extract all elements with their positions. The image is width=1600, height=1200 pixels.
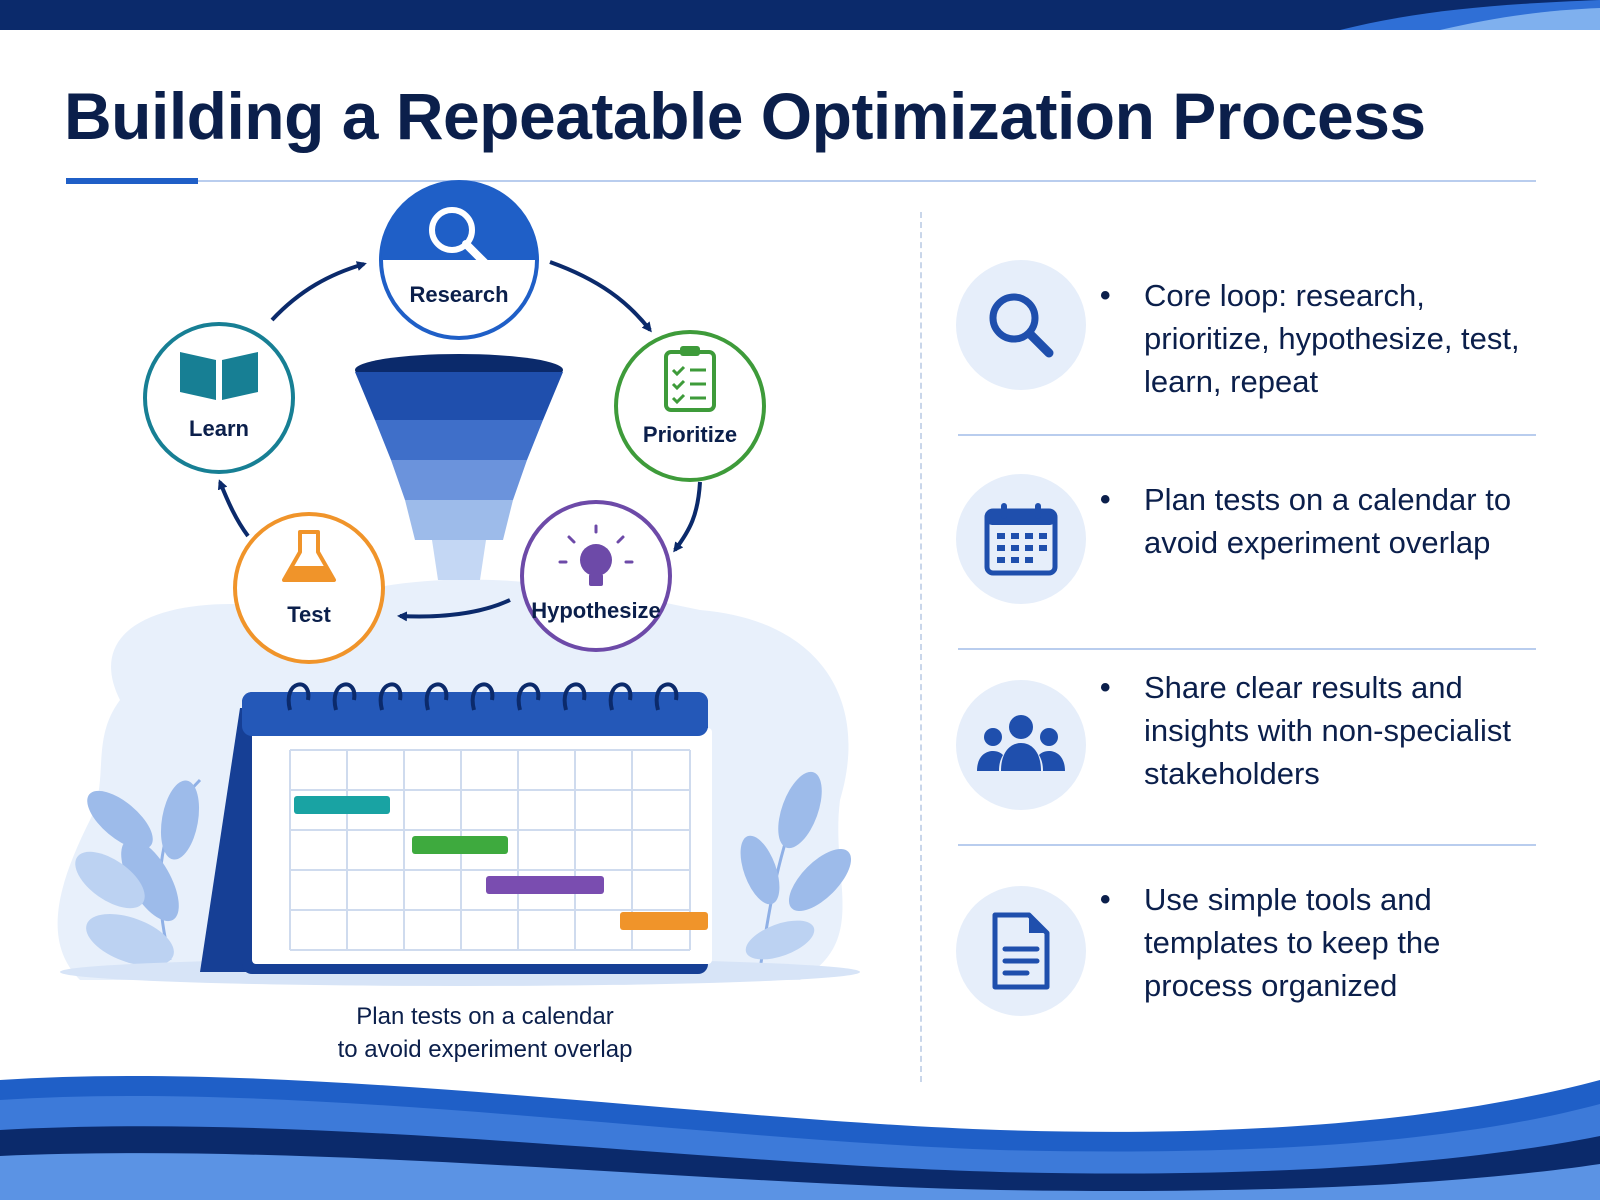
calendar-icon xyxy=(956,474,1086,604)
open-book-icon xyxy=(180,352,258,400)
key-point-share-results: • Share clear results and insights with … xyxy=(950,670,1540,890)
prioritize-label: Prioritize xyxy=(643,422,737,447)
search-icon xyxy=(956,260,1086,390)
clipboard-checklist-icon xyxy=(664,346,716,412)
key-point-text: Share clear results and insights with no… xyxy=(1144,670,1512,791)
cycle-node-research: Research xyxy=(379,180,539,340)
key-point-core-loop: • Core loop: research, prioritize, hypot… xyxy=(950,250,1540,460)
learn-label: Learn xyxy=(189,416,249,441)
calendar-bar-orange xyxy=(620,912,708,930)
cycle-diagram: Research Prioritize Hypothe xyxy=(57,180,860,986)
bullet-marker: • xyxy=(1100,883,1111,916)
cycle-node-learn: Learn xyxy=(143,322,295,474)
bottom-wave xyxy=(0,1075,1600,1200)
bullet-marker: • xyxy=(1100,483,1111,516)
key-point-text: Core loop: research, prioritize, hypothe… xyxy=(1144,278,1520,399)
document-icon xyxy=(956,886,1086,1016)
calendar-bar-purple xyxy=(486,876,604,894)
cycle-node-prioritize: Prioritize xyxy=(614,330,766,482)
key-points-list: • Core loop: research, prioritize, hypot… xyxy=(950,250,1540,1050)
people-icon xyxy=(956,680,1086,810)
research-label: Research xyxy=(409,282,508,307)
magnifier-icon xyxy=(429,207,490,268)
key-point-calendar: • Plan tests on a calendar to avoid expe… xyxy=(950,468,1540,678)
calendar-icon xyxy=(200,682,712,974)
column-divider xyxy=(920,212,922,1082)
cycle-arrows xyxy=(217,260,702,622)
point-divider xyxy=(958,844,1536,846)
calendar-caption: Plan tests on a calendar to avoid experi… xyxy=(250,1000,720,1066)
key-point-tools: • Use simple tools and templates to keep… xyxy=(950,882,1540,1096)
key-point-text: Plan tests on a calendar to avoid experi… xyxy=(1144,482,1512,560)
calendar-bar-green xyxy=(412,836,508,854)
point-divider xyxy=(958,434,1536,436)
top-band xyxy=(0,0,1600,30)
title-underline xyxy=(66,178,1536,184)
point-divider xyxy=(958,648,1536,650)
lightbulb-icon xyxy=(558,524,634,586)
leaves-left-icon xyxy=(75,778,202,966)
test-label: Test xyxy=(287,602,331,627)
cycle-node-hypothesize: Hypothesize xyxy=(520,500,672,652)
calendar-bar-teal xyxy=(294,796,390,814)
funnel-icon xyxy=(355,354,563,580)
hypothesize-label: Hypothesize xyxy=(531,598,661,623)
leaves-right-icon xyxy=(740,771,852,971)
key-point-text: Use simple tools and templates to keep t… xyxy=(1144,882,1441,1003)
cycle-node-test: Test xyxy=(233,512,385,664)
calendar-caption-line-1: Plan tests on a calendar xyxy=(356,1003,614,1030)
page-title: Building a Repeatable Optimization Proce… xyxy=(64,79,1426,153)
flask-icon xyxy=(282,530,336,582)
bullet-marker: • xyxy=(1100,279,1111,312)
bullet-marker: • xyxy=(1100,671,1111,704)
calendar-caption-line-2: to avoid experiment overlap xyxy=(337,1036,633,1063)
